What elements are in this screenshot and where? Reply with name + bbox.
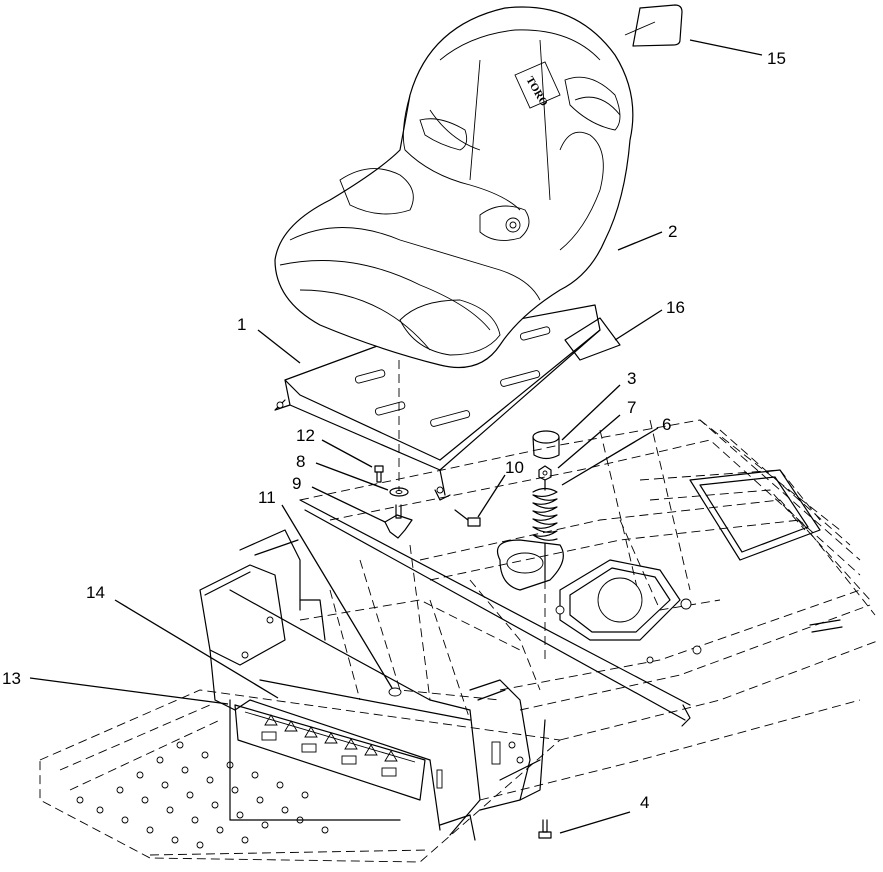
decal-panel [234,704,426,801]
callout-16: 16 [666,298,685,317]
floor-plate-holes [76,741,329,849]
callout-8: 8 [296,452,305,471]
chassis-frame [299,419,881,801]
callout-3: 3 [627,369,636,388]
callout-15: 15 [767,49,786,68]
callout-13: 13 [2,669,21,688]
part-12-bolt [374,465,384,483]
floor-plate [39,689,562,863]
part-7-nut [538,465,552,481]
callout-1: 1 [237,315,246,334]
seat: TORO [274,6,634,369]
callout-10: 10 [505,458,524,477]
part-15-decal [624,4,683,47]
part-3-bumper [532,430,560,460]
callout-2: 2 [668,222,677,241]
callout-12: 12 [296,426,315,445]
callout-4: 4 [640,793,649,812]
callout-11: 11 [258,488,276,507]
part-4-bolt [538,819,552,839]
seat-pan [274,304,601,501]
part-10-bolt [454,509,481,527]
part-6-spring [532,479,558,660]
decal-warning-icons [261,714,398,777]
part-9-knob [384,360,413,539]
callout-6: 6 [662,415,671,434]
callout-7: 7 [627,398,636,417]
callout-labels: 15 2 16 1 3 7 6 12 8 9 10 11 14 13 4 [2,49,786,812]
callout-9: 9 [292,474,301,493]
part-16-label [564,317,621,361]
leader-lines [29,39,763,834]
front-pedestal [199,529,546,841]
callout-14: 14 [86,583,105,602]
